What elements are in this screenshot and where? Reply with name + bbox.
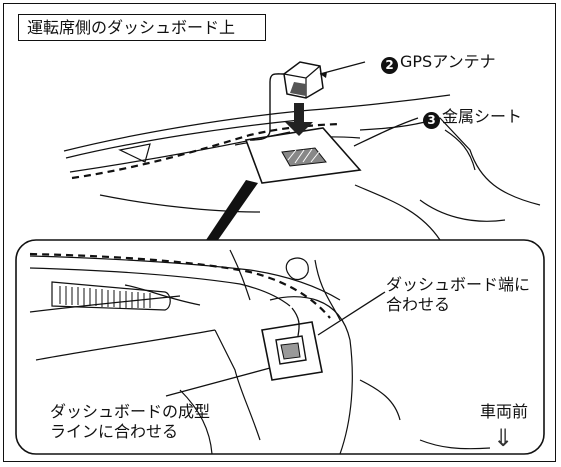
callout-number-2: 2	[381, 57, 398, 74]
vehicle-front-arrow: ⇓	[493, 424, 514, 452]
molding-line-note: ダッシュボードの成型 ラインに合わせる	[50, 402, 210, 442]
detail-antenna	[261, 307, 323, 381]
callout-leaders	[319, 61, 419, 147]
air-vent-grille	[59, 286, 151, 308]
detail-leaders	[165, 291, 386, 397]
callout-number-3: 3	[423, 112, 440, 129]
figure-frame	[3, 3, 556, 462]
dashboard-edge-line-2: 合わせる	[386, 295, 451, 314]
gps-antenna-unit	[249, 61, 324, 141]
dashboard-edge-line-1: ダッシュボード端に	[386, 275, 531, 294]
metal-sheet-center	[281, 147, 327, 167]
detail-illustration	[29, 249, 491, 455]
molding-line-line-1: ダッシュボードの成型	[50, 402, 211, 421]
molding-line-detail	[29, 252, 331, 319]
location-label: 運転席側のダッシュボード上	[18, 14, 266, 41]
vehicle-front-label: 車両前	[480, 402, 529, 421]
dashboard-edge-note: ダッシュボード端に 合わせる	[386, 275, 531, 315]
gps-antenna-label: GPSアンテナ	[400, 52, 496, 71]
zoom-wedge	[206, 180, 258, 240]
metal-sheet-label: 金属シート	[442, 107, 523, 126]
molding-line-line-2: ラインに合わせる	[50, 422, 179, 441]
placement-arrow	[285, 103, 313, 136]
